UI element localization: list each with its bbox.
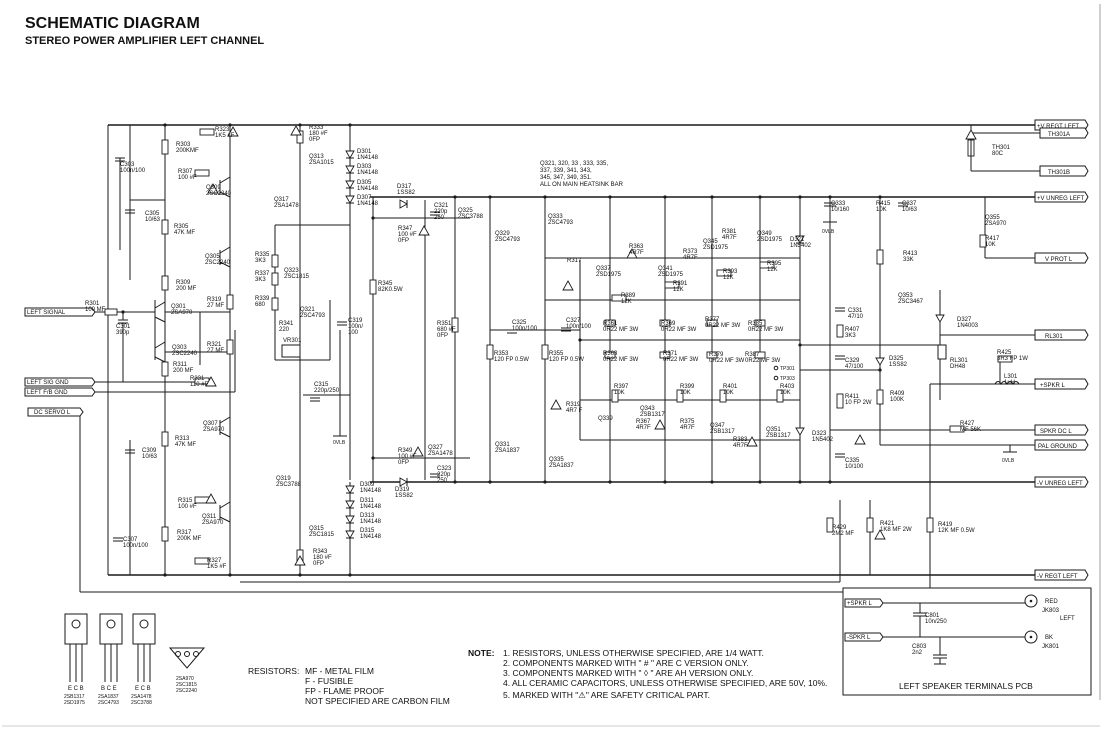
ground-label-2: 0VLB — [822, 229, 835, 235]
rail-th301a-label: TH301A — [1048, 132, 1070, 138]
input-left-sig-gnd-label: LEFT SIG GND — [27, 380, 69, 386]
pcb-jk803-label: JK803 — [1042, 608, 1060, 614]
rail-spkr-dc-label: SPKR DC L — [1040, 429, 1072, 435]
package-1-pins: E C B — [68, 686, 84, 692]
pcb-title: LEFT SPEAKER TERMINALS PCB — [899, 681, 1033, 691]
resistor-legend-line-1: MF - METAL FILM — [305, 666, 374, 676]
resistor-legend-line-4: NOT SPECIFIED ARE CARBON FILM — [305, 696, 450, 706]
note-4: 4. ALL CERAMIC CAPACITORS, UNLESS OTHERW… — [503, 678, 827, 688]
ground-label-1: 0VLB — [333, 440, 346, 446]
input-left-fb-gnd-label: LEFT F/B GND — [27, 390, 68, 396]
tp301-label: TP301 — [780, 366, 795, 372]
pcb-left-label: LEFT — [1060, 616, 1075, 622]
note-3: 3. COMPONENTS MARKED WITH " ◊ " ARE AH V… — [503, 668, 753, 678]
rail-v-regt-minus-label: -V REGT LEFT — [1037, 574, 1078, 580]
diagram-title: SCHEMATIC DIAGRAM — [25, 15, 200, 32]
input-dc-servo-label: DC SERVO L — [34, 410, 71, 416]
rail-v-unreg-plus-label: +V UNREG LEFT — [1037, 196, 1085, 202]
package-2-pins: B C E — [101, 686, 117, 692]
note-1: 1. RESISTORS, UNLESS OTHERWISE SPECIFIED… — [503, 648, 764, 658]
note-2: 2. COMPONENTS MARKED WITH " # " ARE C VE… — [503, 658, 749, 668]
pcb-spkr-plus-label: +SPKR L — [847, 601, 873, 607]
rail-pal-ground-label: PAL GROUND — [1038, 444, 1078, 450]
rail-th301b-label: TH301B — [1048, 170, 1070, 176]
tp303-label: TP303 — [780, 376, 795, 382]
resistor-legend-line-2: F - FUSIBLE — [305, 676, 354, 686]
rail-v-prot-label: V PROT L — [1045, 257, 1073, 263]
notes-heading: NOTE: — [468, 648, 495, 658]
rail-v-unreg-minus-label: -V UNREG LEFT — [1037, 481, 1083, 487]
rail-rl301-label: RL301 — [1045, 334, 1063, 340]
note-5: 5. MARKED WITH "⚠" ARE SAFETY CRITICAL P… — [503, 690, 710, 700]
diagram-subtitle: STEREO POWER AMPLIFIER LEFT CHANNEL — [25, 35, 264, 47]
pcb-bk-label: BK — [1045, 635, 1053, 641]
resistor-legend-heading: RESISTORS: — [248, 666, 299, 676]
component-label-vr301: VR301 — [283, 338, 302, 344]
pcb-jk801-label: JK801 — [1042, 644, 1060, 650]
ground-label-3: 0VLB — [1002, 458, 1015, 464]
pcb-spkr-minus-label: -SPKR L — [847, 635, 871, 641]
resistor-legend-line-3: FP - FLAME PROOF — [305, 686, 384, 696]
component-label-r317b: R317 — [567, 258, 582, 264]
input-left-signal-label: LEFT SIGNAL — [27, 310, 66, 316]
component-label-q339: Q339 — [598, 416, 613, 422]
pcb-red-label: RED — [1045, 599, 1058, 605]
rail-spkr-l-label: +SPKR L — [1040, 383, 1066, 389]
package-3-pins: E C B — [135, 686, 151, 692]
